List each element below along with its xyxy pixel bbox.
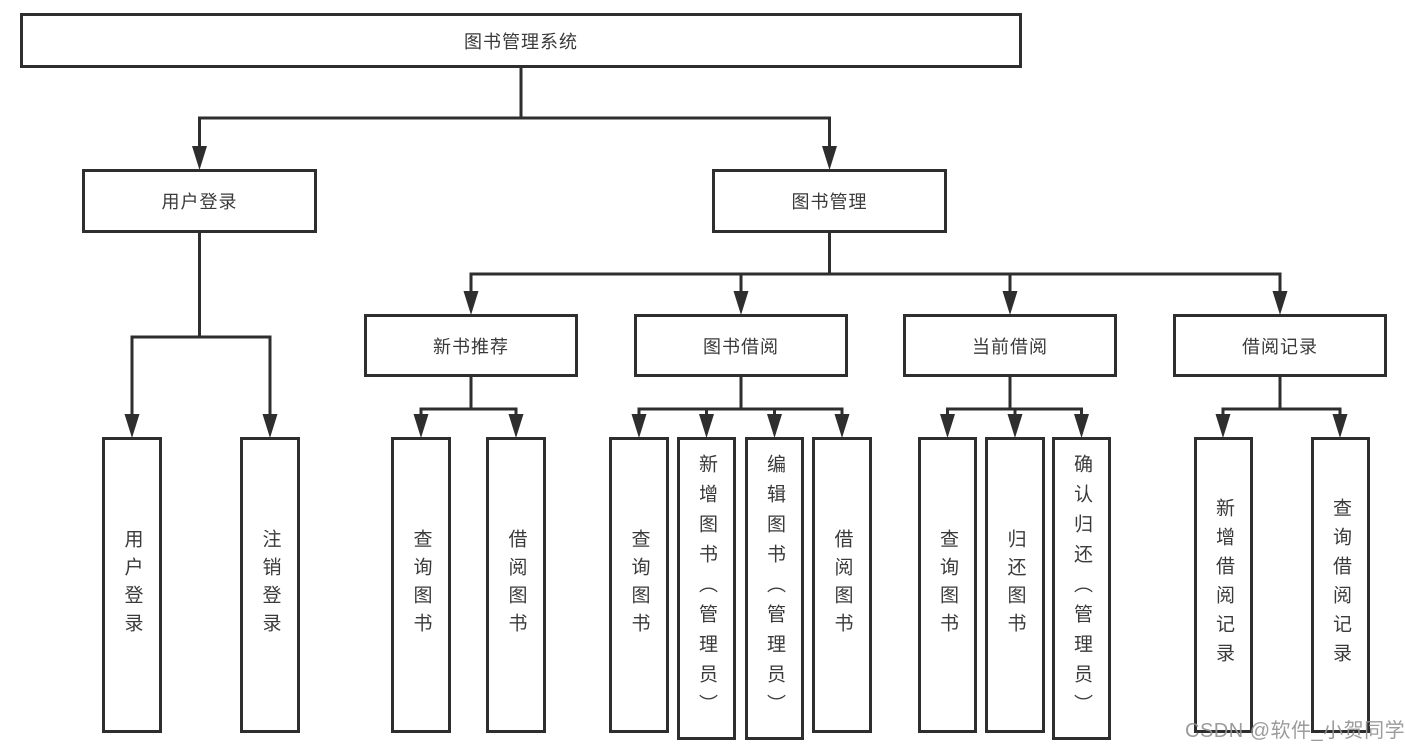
node-root: 图书管理系统 <box>20 13 1022 68</box>
leaf-logout-label: 注销登录 <box>259 529 281 641</box>
leaf-query-borrow-record: 查询借阅记录 <box>1311 437 1370 733</box>
leaf-confirm-return-admin: 确认归还（管理员） <box>1052 437 1111 740</box>
node-current-borrowing: 当前借阅 <box>903 314 1117 377</box>
leaf-edit-books-admin-label: 编辑图书（管理员） <box>764 453 785 724</box>
node-borrowing-records: 借阅记录 <box>1173 314 1387 377</box>
leaf-query-books-recommend-label: 查询图书 <box>410 529 432 641</box>
leaf-borrow-books-recommend-label: 借阅图书 <box>505 529 527 641</box>
csdn-watermark: CSDN @软件_小贺同学 <box>1185 720 1405 742</box>
node-user-login: 用户登录 <box>82 169 317 233</box>
node-current-borrowing-label: 当前借阅 <box>972 336 1048 357</box>
node-book-borrowing: 图书借阅 <box>634 314 848 377</box>
leaf-user-login-label: 用户登录 <box>121 529 143 641</box>
leaf-borrow-books-borrowing-label: 借阅图书 <box>831 529 853 641</box>
leaf-confirm-return-admin-label: 确认归还（管理员） <box>1071 453 1092 724</box>
leaf-user-login: 用户登录 <box>102 437 162 733</box>
node-book-management: 图书管理 <box>712 169 947 233</box>
leaf-add-borrow-record-label: 新增借阅记录 <box>1213 498 1234 672</box>
leaf-query-books-borrowing: 查询图书 <box>609 437 669 733</box>
node-root-label: 图书管理系统 <box>464 31 578 52</box>
leaf-return-books-label: 归还图书 <box>1004 529 1026 641</box>
node-new-book-recommend-label: 新书推荐 <box>433 336 509 357</box>
leaf-logout: 注销登录 <box>240 437 300 733</box>
node-book-management-label: 图书管理 <box>791 192 868 212</box>
leaf-add-books-admin: 新增图书（管理员） <box>677 437 736 740</box>
leaf-query-books-borrowing-label: 查询图书 <box>628 529 650 641</box>
node-borrowing-records-label: 借阅记录 <box>1242 336 1318 357</box>
node-new-book-recommend: 新书推荐 <box>364 314 578 377</box>
leaf-add-borrow-record: 新增借阅记录 <box>1194 437 1253 733</box>
leaf-add-books-admin-label: 新增图书（管理员） <box>696 453 717 724</box>
leaf-query-borrow-record-label: 查询借阅记录 <box>1330 498 1351 672</box>
leaf-edit-books-admin: 编辑图书（管理员） <box>745 437 804 740</box>
leaf-borrow-books-borrowing: 借阅图书 <box>812 437 872 733</box>
leaf-query-books-current-label: 查询图书 <box>937 529 958 641</box>
leaf-borrow-books-recommend: 借阅图书 <box>486 437 546 733</box>
leaf-return-books: 归还图书 <box>985 437 1045 733</box>
node-book-borrowing-label: 图书借阅 <box>703 336 779 357</box>
leaf-query-books-current: 查询图书 <box>918 437 977 733</box>
node-user-login-label: 用户登录 <box>161 192 238 212</box>
arrowhead-icons <box>124 146 1348 438</box>
leaf-query-books-recommend: 查询图书 <box>391 437 451 733</box>
